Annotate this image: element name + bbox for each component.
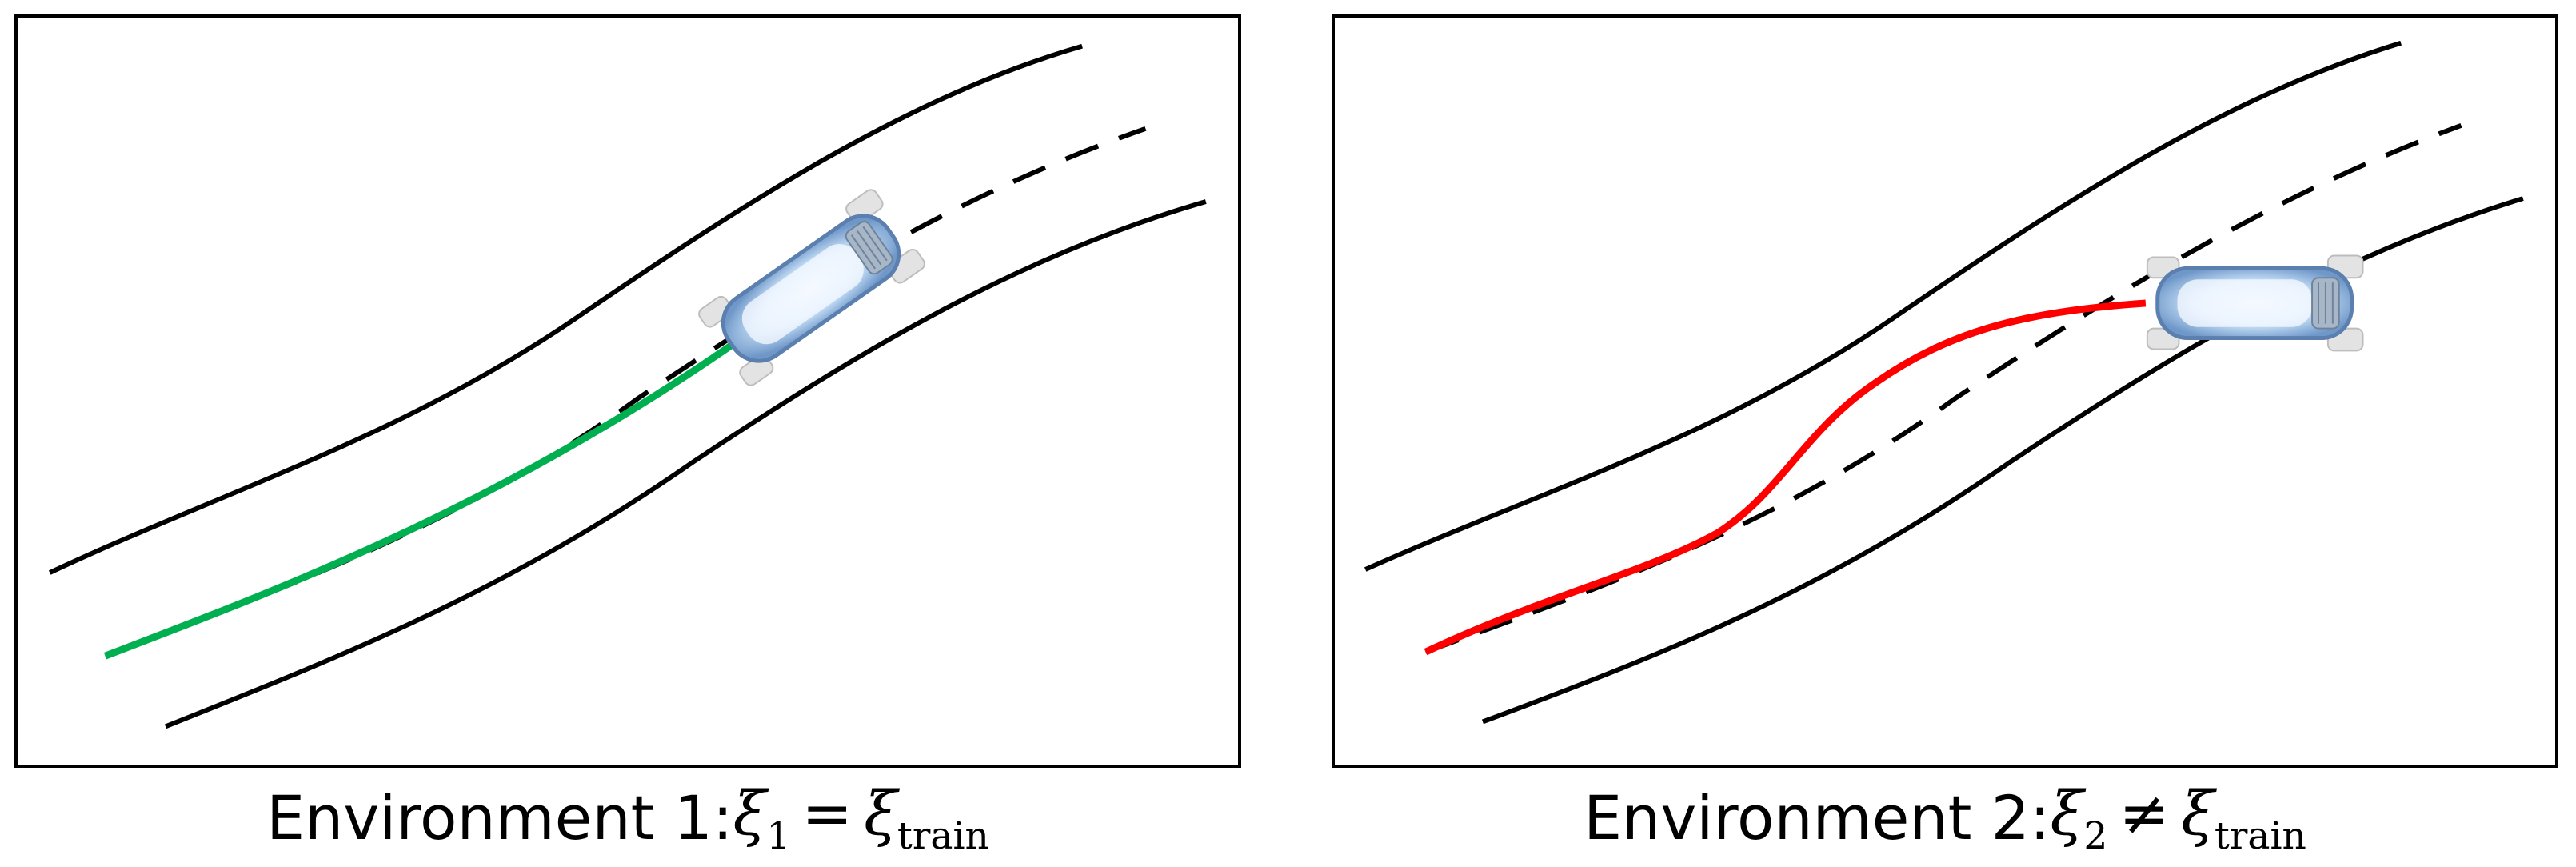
relation-symbol: = [801, 777, 853, 849]
road-boundary-upper [1364, 40, 2402, 572]
environment-2-diagram [1364, 40, 2524, 725]
subscript-right: train [2214, 813, 2306, 858]
environment-1-caption: Environment 1: ξ1=ξtrain [14, 777, 1241, 858]
road-centerline-dashed [1424, 123, 2462, 654]
road-boundary-upper [48, 43, 1083, 575]
car-top-view-icon [698, 189, 925, 386]
subscript-left: 1 [766, 813, 791, 858]
caption-label: Environment 1: [266, 781, 733, 853]
road-boundary-lower [1481, 196, 2524, 725]
symbol-xi-right: ξ [864, 777, 897, 849]
environment-2-panel [1332, 14, 2558, 768]
environment-1-diagram [48, 43, 1207, 729]
relation-symbol: ≠ [2119, 777, 2171, 849]
subscript-left: 2 [2083, 813, 2108, 858]
road-boundary-lower [164, 199, 1207, 729]
car-top-view-icon [2146, 254, 2364, 352]
caption-label: Environment 2: [1584, 781, 2051, 853]
road-centerline-dashed [104, 126, 1147, 658]
symbol-xi-left: ξ [733, 777, 767, 849]
caption-equation: ξ1=ξtrain [733, 777, 989, 858]
environment-2-caption: Environment 2: ξ2≠ξtrain [1332, 777, 2558, 858]
symbol-xi-left: ξ [2050, 777, 2084, 849]
environment-1-panel [14, 14, 1241, 768]
caption-equation: ξ2≠ξtrain [2051, 777, 2306, 858]
vehicle-trajectory [104, 338, 740, 660]
vehicle-trajectory [1424, 299, 2147, 656]
subscript-right: train [897, 813, 989, 858]
symbol-xi-right: ξ [2181, 777, 2215, 849]
